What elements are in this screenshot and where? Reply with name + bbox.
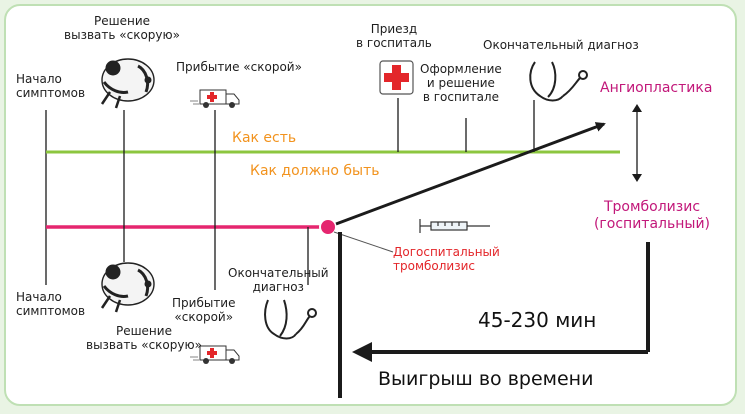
prehospital-thrombolysis-point (319, 218, 337, 236)
time-gain-label: Выигрыш во времени (378, 368, 594, 390)
top-hospital-arrival-label: Приезд в госпиталь (356, 22, 432, 50)
ideal-line-label: Как должно быть (250, 163, 380, 179)
stethoscope-icon (529, 61, 588, 102)
bottom-call-decision-label: Решение вызвать «скорую» (86, 324, 202, 352)
ambulance-icon (190, 345, 240, 364)
top-ambulance-arrival-label: Прибытие «скорой» (176, 60, 302, 74)
hospital-cross-icon (379, 60, 414, 95)
double-arrow-down (632, 174, 642, 182)
top-call-decision-label: Решение вызвать «скорую» (64, 14, 180, 42)
thrombolysis-label: Тромболизис (госпитальный) (593, 199, 711, 232)
current-line-label: Как есть (232, 130, 297, 146)
syringe-icon (419, 219, 490, 233)
angioplasty-arrow (335, 122, 606, 226)
time-gain-arrowhead (352, 342, 372, 362)
bottom-final-diagnosis-label: Окончательный диагноз (228, 266, 329, 294)
bottom-symptom-onset-label: Начало симптомов (16, 290, 86, 318)
prehospital-thrombolysis-label: Догоспитальный тромболизис (393, 245, 500, 273)
stethoscope-icon (264, 299, 317, 340)
prehospital-pointer (333, 231, 394, 253)
top-processing-label: Оформление и решение в госпитале (420, 62, 502, 104)
angioplasty-label: Ангиопластика (600, 80, 713, 96)
time-range-label: 45-230 мин (478, 308, 597, 332)
top-final-diagnosis-label: Окончательный диагноз (483, 38, 639, 52)
phone-caller-icon (100, 58, 155, 109)
bottom-ambulance-arrival-label: Прибытие «скорой» (172, 296, 236, 324)
top-symptom-onset-label: Начало симптомов (16, 72, 86, 100)
phone-caller-icon (100, 262, 155, 313)
double-arrow-up (632, 104, 642, 112)
ambulance-icon (190, 89, 240, 108)
